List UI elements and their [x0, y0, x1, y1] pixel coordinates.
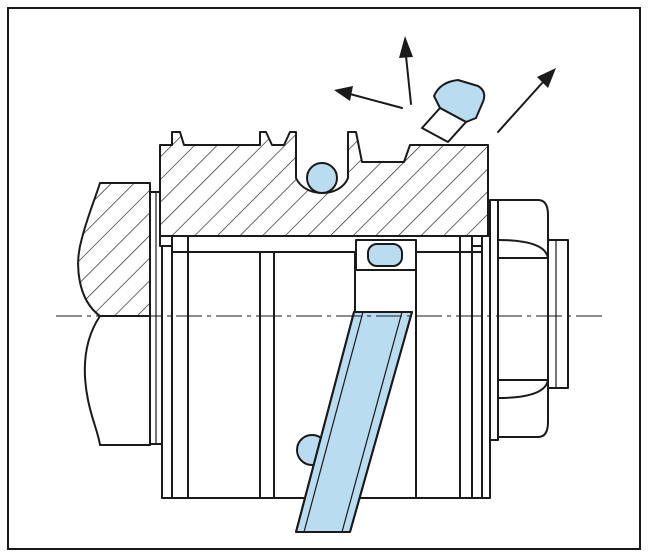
- left-shaft-section: [77, 182, 151, 446]
- ball-top: [306, 162, 338, 194]
- drawing-frame: [7, 7, 641, 550]
- motion-arrows: [334, 36, 556, 133]
- right-flange: [481, 199, 499, 499]
- ejected-fragment: [421, 79, 486, 143]
- bore-bearing: [355, 239, 417, 271]
- housing-top-section: [159, 131, 489, 237]
- hex-nut: [497, 199, 569, 438]
